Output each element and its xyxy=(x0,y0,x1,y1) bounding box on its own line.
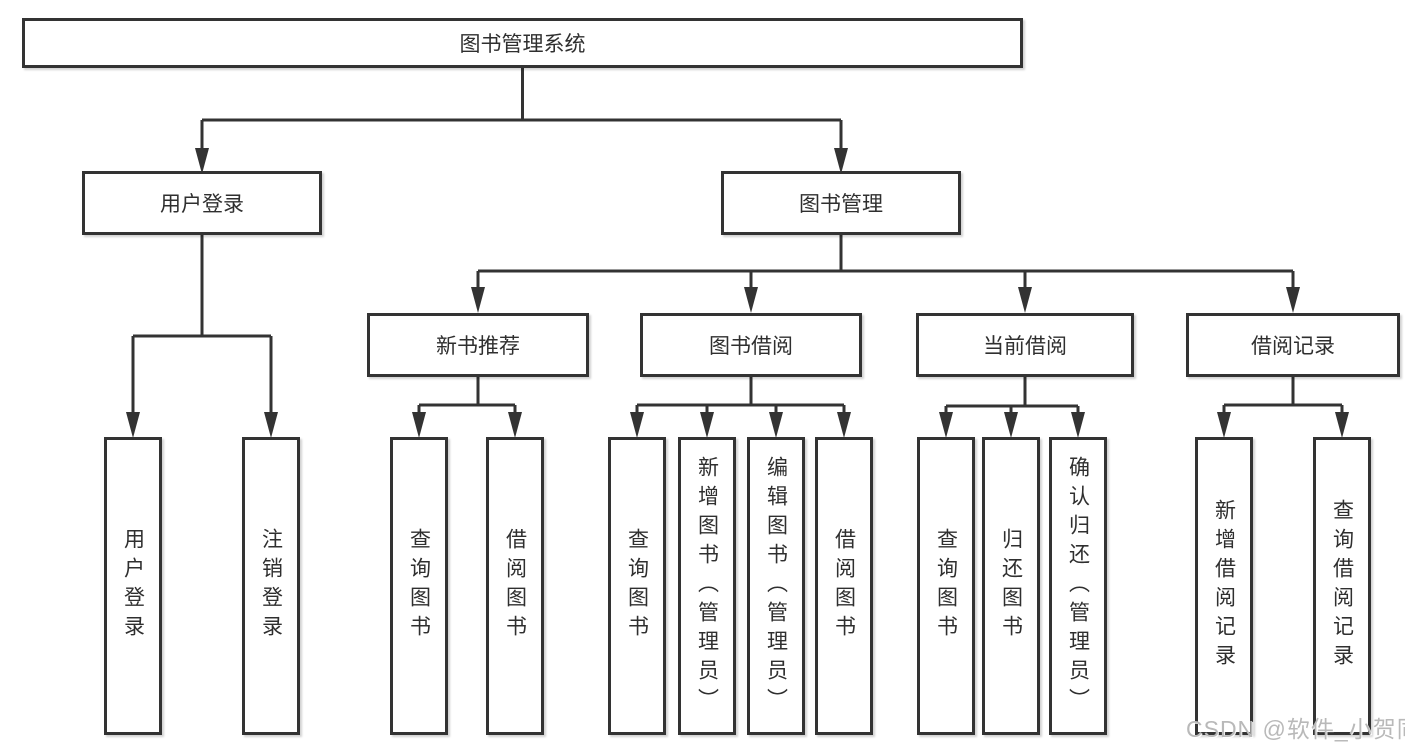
arrowhead-icon xyxy=(412,412,426,438)
arrowhead-icon xyxy=(1286,287,1300,313)
csdn-watermark: CSDN @软件_小贺同学 xyxy=(1186,716,1405,742)
arrowhead-icon xyxy=(630,412,644,438)
leaf-return-book: 归还图书 xyxy=(982,437,1040,735)
leaf-add-book-admin: 新增图书（管理员） xyxy=(678,437,736,735)
node-book-management: 图书管理 xyxy=(721,171,961,235)
arrowhead-icon xyxy=(508,412,522,438)
arrowhead-icon xyxy=(1335,412,1349,438)
connector-root-to-level2 xyxy=(200,68,843,150)
connector-borrow-records-children xyxy=(1222,377,1344,416)
leaf-borrow-query-book: 查询图书 xyxy=(608,437,666,735)
leaf-add-borrow-record: 新增借阅记录 xyxy=(1195,437,1253,735)
leaf-query-borrow-record: 查询借阅记录 xyxy=(1313,437,1371,735)
arrowhead-icon xyxy=(1018,287,1032,313)
arrowhead-icon xyxy=(769,412,783,438)
leaf-user-login: 用户登录 xyxy=(104,437,162,735)
node-new-book-recommend: 新书推荐 xyxy=(367,313,589,377)
connector-user-login-children xyxy=(131,235,273,416)
node-current-borrow: 当前借阅 xyxy=(916,313,1134,377)
arrowhead-icon xyxy=(1071,412,1085,438)
arrowhead-icon xyxy=(195,148,209,174)
arrowhead-icon xyxy=(126,412,140,438)
leaf-logout: 注销登录 xyxy=(242,437,300,735)
leaf-recommend-query-book: 查询图书 xyxy=(390,437,448,735)
leaf-confirm-return-admin: 确认归还（管理员） xyxy=(1049,437,1107,735)
arrowhead-icon xyxy=(939,412,953,438)
leaf-edit-book-admin: 编辑图书（管理员） xyxy=(747,437,805,735)
arrowhead-icon xyxy=(471,287,485,313)
node-book-borrow: 图书借阅 xyxy=(640,313,862,377)
arrowhead-icon xyxy=(837,412,851,438)
arrowhead-icon xyxy=(700,412,714,438)
leaf-recommend-borrow-book: 借阅图书 xyxy=(486,437,544,735)
node-library-system: 图书管理系统 xyxy=(22,18,1023,68)
leaf-current-query-book: 查询图书 xyxy=(917,437,975,735)
connector-current-borrow-children xyxy=(944,377,1080,416)
connector-book-management-children xyxy=(476,235,1295,292)
connector-new-book-recommend-children xyxy=(417,377,517,416)
leaf-borrow-book: 借阅图书 xyxy=(815,437,873,735)
connector-book-borrow-children xyxy=(635,377,846,416)
arrowhead-icon xyxy=(1004,412,1018,438)
arrowhead-icon xyxy=(744,287,758,313)
arrowhead-icon xyxy=(834,148,848,174)
arrowhead-icon xyxy=(1217,412,1231,438)
node-user-login: 用户登录 xyxy=(82,171,322,235)
node-borrow-records: 借阅记录 xyxy=(1186,313,1400,377)
arrowhead-icon xyxy=(264,412,278,438)
